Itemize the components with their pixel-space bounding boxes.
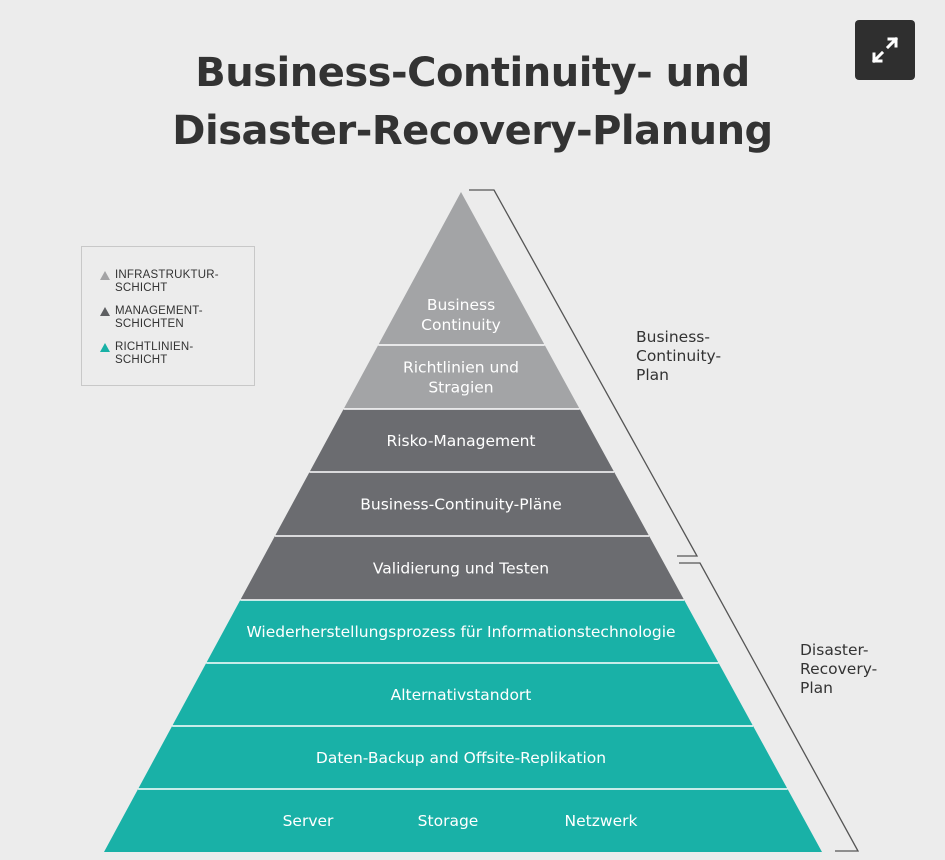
layer-wiederherstellung-shape [206,600,719,663]
layer-label: Richtlinien und [403,359,519,377]
layer-label: Business [427,296,495,314]
layer-label: Daten-Backup and Offsite-Replikation [316,749,606,767]
layer-bc-plaene-shape [274,472,650,536]
triangle-icon [100,343,110,352]
bracket-business-continuity-plan [469,189,699,557]
legend-label: Infrastruktur-Schicht [115,269,219,294]
layer-label: Stragien [428,379,493,397]
layer-bc-plaene: Business-Continuity-Pläne [274,472,650,536]
layer-validierung: Validierung und Testen [240,536,685,600]
layer-infrastruktur-shape [104,789,822,852]
bracket-label-business-continuity-plan: Business-Continuity-Plan [636,328,722,384]
legend-label: Richtlinien-Schicht [115,341,194,366]
title-line-1: Business-Continuity- und [195,50,750,96]
layer-richtlinien-shape [343,345,580,409]
layer-wiederherstellung: Wiederherstellungsprozess für Informatio… [206,600,719,663]
legend: Infrastruktur-Schicht Management-Schicht… [81,246,255,386]
layer-risko-management-shape [309,409,615,472]
layer-daten-backup: Daten-Backup and Offsite-Replikation [138,726,788,789]
triangle-icon [100,271,110,280]
layer-alternativstandort: Alternativstandort [172,663,754,726]
layer-infrastruktur: Server Storage Netzwerk [104,789,822,852]
expand-arrows-icon [871,36,899,64]
layer-label: Risko-Management [386,432,535,450]
layer-label: Storage [418,812,479,830]
layer-risko-management: Risko-Management [309,409,615,472]
layer-label: Wiederherstellungsprozess für Informatio… [246,623,675,641]
brackets [469,189,860,852]
layer-label: Validierung und Testen [373,560,549,578]
page-title: Business-Continuity- und Disaster-Recove… [0,44,945,160]
bracket-label-disaster-recovery-plan: Disaster-Recovery-Plan [800,641,878,697]
triangle-icon [100,307,110,316]
layer-label: Continuity [421,316,501,334]
layer-label: Alternativstandort [391,686,532,704]
layer-label: Business-Continuity-Pläne [360,496,562,514]
layer-validierung-shape [240,536,685,600]
bracket-disaster-recovery-plan [679,562,860,852]
expand-button[interactable] [855,20,915,80]
legend-label: Management-Schichten [115,305,203,330]
layer-label: Server [283,812,334,830]
title-line-2: Disaster-Recovery-Planung [172,108,773,154]
layer-alternativstandort-shape [172,663,754,726]
layer-label: Netzwerk [565,812,638,830]
layer-business-continuity-shape [378,192,545,345]
layer-daten-backup-shape [138,726,788,789]
